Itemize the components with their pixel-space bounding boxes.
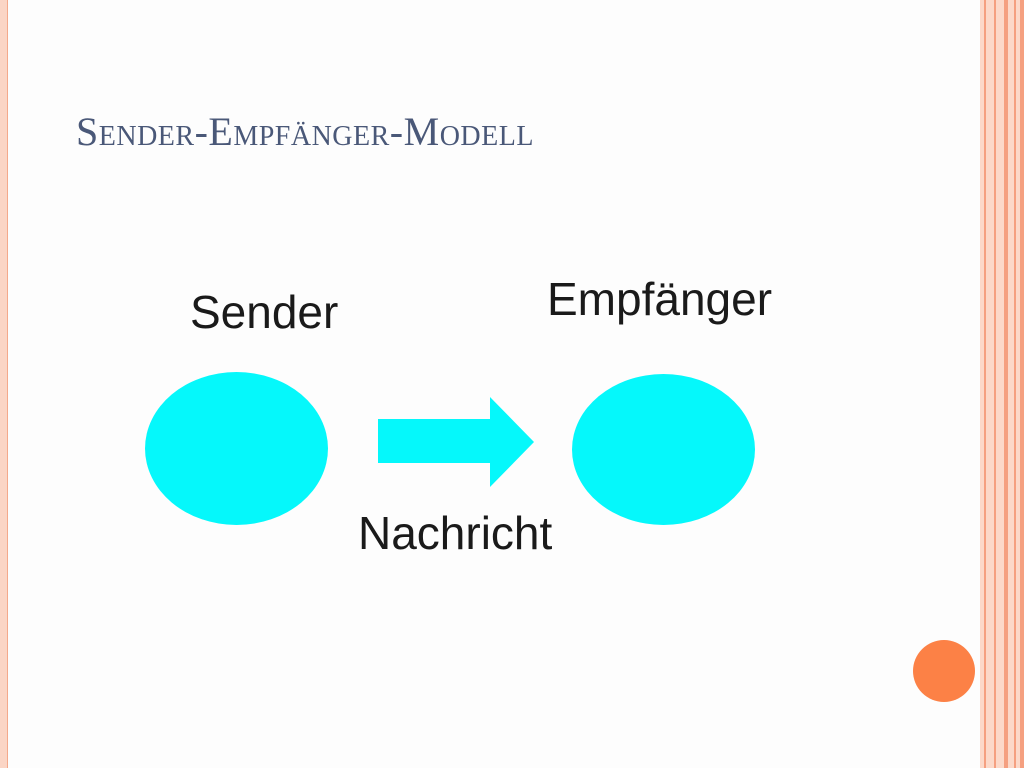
stripe-line (994, 0, 996, 768)
message-label: Nachricht (358, 507, 553, 559)
stripe-line (1020, 0, 1024, 768)
right-stripes-decoration (980, 0, 1024, 768)
slide-title: Sender-Empfänger-Modell (76, 109, 534, 154)
stripe-line (1004, 0, 1008, 768)
message-arrow-icon (378, 397, 534, 487)
sender-label: Sender (190, 286, 339, 338)
stripe-line (984, 0, 986, 768)
left-border-decoration (0, 0, 8, 768)
stripe-line (1014, 0, 1016, 768)
accent-circle-decoration (913, 640, 975, 702)
receiver-label: Empfänger (547, 273, 773, 325)
receiver-node (572, 374, 755, 525)
sender-node (145, 372, 328, 525)
message-arrow-shape (378, 397, 534, 487)
